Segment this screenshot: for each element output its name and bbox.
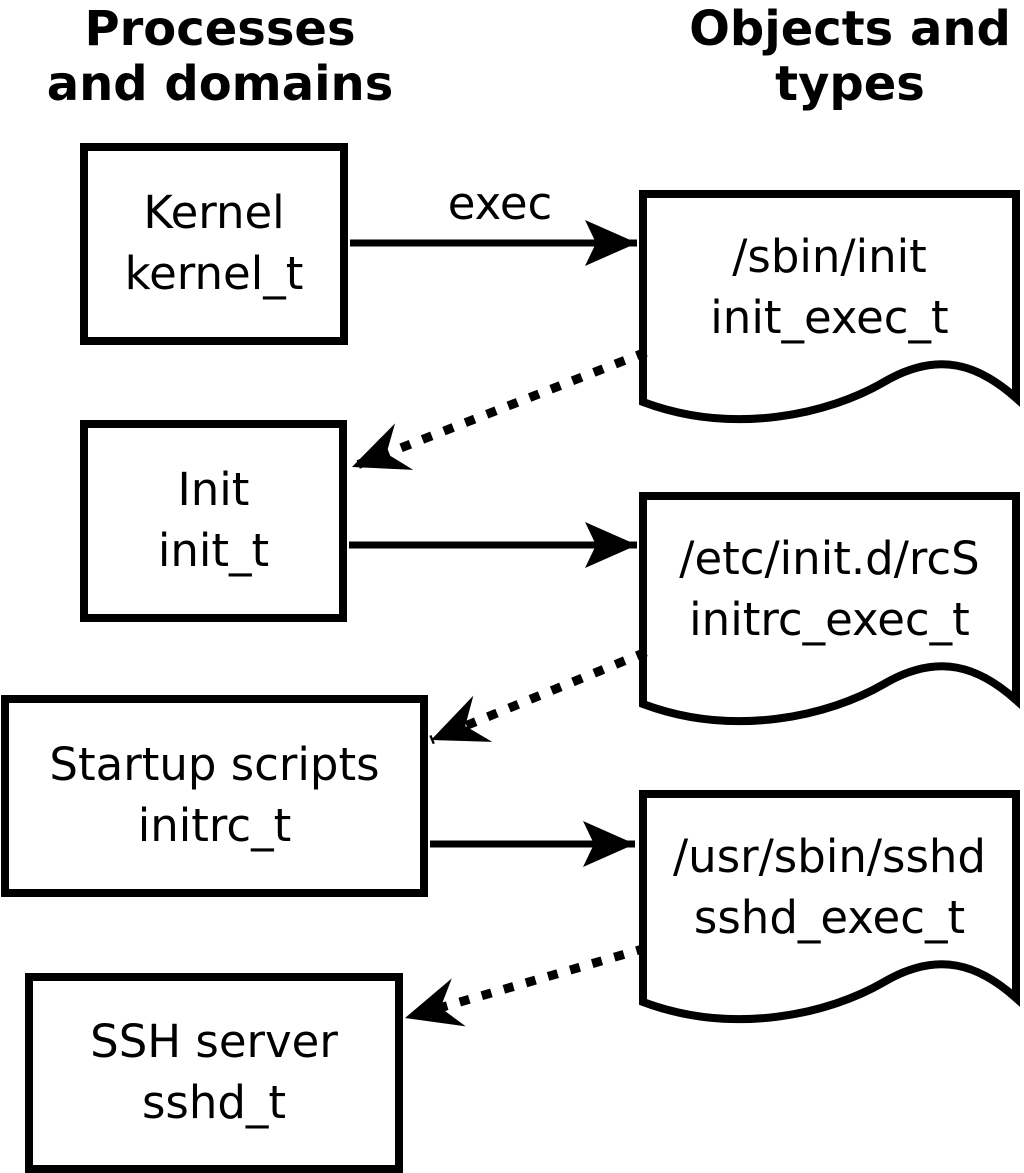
process-box-kernel: Kernel kernel_t bbox=[80, 143, 348, 345]
process-domain-type: init_t bbox=[157, 524, 270, 577]
process-box-init: Init init_t bbox=[80, 420, 347, 622]
object-path: /usr/sbin/sshd bbox=[673, 830, 986, 884]
dotted-arrow-sshd-exec-to-sshd bbox=[403, 943, 648, 1027]
right-header-line2: types bbox=[775, 56, 925, 113]
object-label-etc-initd-rcs: /etc/init.d/rcS initrc_exec_t bbox=[639, 500, 1020, 680]
exec-arrow-label: exec bbox=[447, 177, 553, 230]
dotted-arrow-rcs-to-startup bbox=[429, 647, 648, 745]
object-type: sshd_exec_t bbox=[693, 891, 966, 944]
process-name: SSH server bbox=[90, 1015, 338, 1069]
process-box-ssh-server: SSH server sshd_t bbox=[25, 973, 403, 1173]
left-column-header: Processes and domains bbox=[5, 1, 435, 113]
object-label-usr-sbin-sshd: /usr/sbin/sshd sshd_exec_t bbox=[639, 798, 1020, 978]
process-name: Init bbox=[177, 463, 250, 517]
process-domain-type: initrc_t bbox=[137, 799, 292, 852]
object-label-sbin-init: /sbin/init init_exec_t bbox=[639, 198, 1020, 378]
process-domain-type: sshd_t bbox=[141, 1076, 287, 1129]
process-name: Kernel bbox=[143, 186, 285, 240]
left-header-line1: Processes bbox=[84, 1, 356, 57]
dotted-arrow-sbin-init-to-init bbox=[350, 347, 648, 472]
object-type: initrc_exec_t bbox=[689, 593, 970, 646]
process-name: Startup scripts bbox=[49, 738, 380, 792]
object-path: /sbin/init bbox=[732, 230, 927, 284]
left-header-line2: and domains bbox=[46, 56, 394, 113]
object-type: init_exec_t bbox=[710, 291, 949, 344]
process-domain-type: kernel_t bbox=[124, 247, 304, 300]
right-header-line1: Objects and bbox=[689, 1, 1011, 57]
process-box-startup-scripts: Startup scripts initrc_t bbox=[1, 695, 428, 897]
right-column-header: Objects and types bbox=[660, 1, 1024, 113]
object-path: /etc/init.d/rcS bbox=[679, 532, 980, 586]
